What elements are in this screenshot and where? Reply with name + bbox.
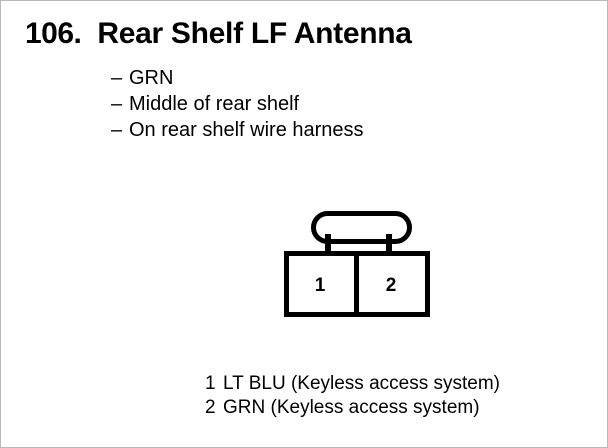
dash-icon: – [111,93,123,115]
page-title-number: 106. [25,17,82,50]
connector-post-left [325,234,331,256]
legend-row: 1 LT BLU (Keyless access system) [205,372,500,396]
list-item: – Middle of rear shelf [111,91,364,117]
legend-circuit-label: LT BLU (Keyless access system) [223,373,500,394]
connector-diagram: 1 2 [276,201,436,326]
list-item-label: GRN [129,67,174,89]
list-item-label: Middle of rear shelf [129,93,300,115]
list-item: – GRN [111,65,364,91]
cavity-number-2: 2 [386,275,397,296]
list-item-label: On rear shelf wire harness [129,119,364,141]
dash-icon: – [111,119,123,141]
description-list: – GRN – Middle of rear shelf – On rear s… [111,65,364,143]
legend-pin-number: 1 [205,373,216,394]
connector-latch-tab [311,211,412,244]
pin-legend: 1 LT BLU (Keyless access system) 2 GRN (… [205,372,500,420]
connector-cavity-divider [354,253,359,315]
legend-row: 2 GRN (Keyless access system) [205,396,500,420]
page-title-text: Rear Shelf LF Antenna [97,17,412,50]
list-item: – On rear shelf wire harness [111,117,364,143]
legend-circuit-label: GRN (Keyless access system) [223,397,480,418]
connector-post-right [386,234,392,256]
cavity-number-1: 1 [315,275,326,296]
page-title: 106. Rear Shelf LF Antenna [25,17,412,51]
dash-icon: – [111,67,123,89]
legend-pin-number: 2 [205,397,216,418]
